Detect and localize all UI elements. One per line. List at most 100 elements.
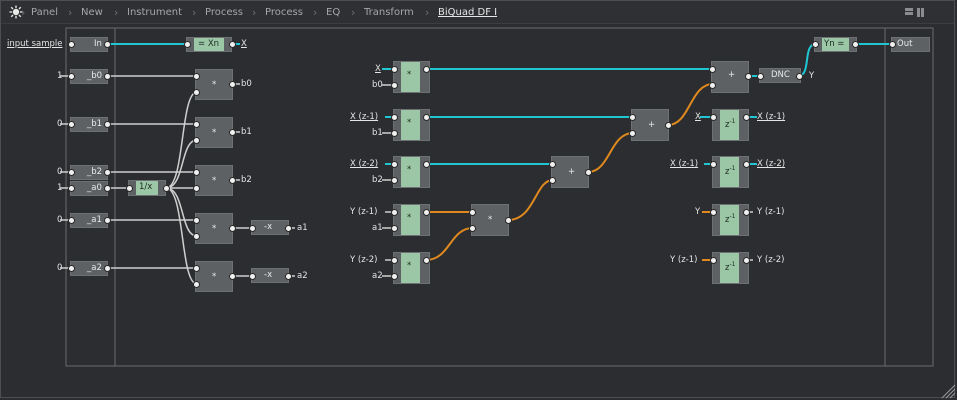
breadcrumb-eq[interactable]: EQ <box>326 7 341 18</box>
pin[interactable] <box>709 82 716 89</box>
pin[interactable] <box>193 169 200 176</box>
add-module-3[interactable]: + <box>711 61 749 93</box>
xn-output-pin[interactable] <box>229 41 236 48</box>
coef-pin[interactable] <box>68 121 75 128</box>
pin[interactable] <box>391 82 398 89</box>
coef-pin[interactable] <box>104 185 111 192</box>
pin[interactable] <box>469 209 476 216</box>
yn-module[interactable]: Yn = <box>814 37 857 52</box>
coef-pin[interactable] <box>104 217 111 224</box>
coef-pin[interactable] <box>68 73 75 80</box>
reciprocal-output-pin[interactable] <box>163 185 170 192</box>
delay-module-yz2[interactable]: z-1 <box>712 252 749 284</box>
pin[interactable] <box>743 257 750 264</box>
coef-box-b0[interactable]: _b0 <box>70 69 108 84</box>
negate-a1-module[interactable]: -x <box>251 220 289 235</box>
pin[interactable] <box>812 41 819 48</box>
pin[interactable] <box>665 122 672 129</box>
reciprocal-module[interactable]: 1/x <box>128 180 166 196</box>
pin[interactable] <box>745 73 752 80</box>
multiply-a2-module[interactable]: * <box>195 261 233 292</box>
pin[interactable] <box>229 81 236 88</box>
coef-pin[interactable] <box>104 73 111 80</box>
pin[interactable] <box>549 177 556 184</box>
pin[interactable] <box>796 73 803 80</box>
coef-pin[interactable] <box>68 217 75 224</box>
pin[interactable] <box>423 257 430 264</box>
pin[interactable] <box>391 66 398 73</box>
out-module[interactable]: Out <box>891 37 930 52</box>
coef-box-b2[interactable]: _b2 <box>70 165 108 180</box>
pin[interactable] <box>852 41 859 48</box>
pin[interactable] <box>193 73 200 80</box>
in-input-pin[interactable] <box>68 41 75 48</box>
pin[interactable] <box>285 225 292 232</box>
xn-module[interactable]: = Xn <box>186 37 232 52</box>
pin[interactable] <box>229 129 236 136</box>
coef-pin[interactable] <box>104 169 111 176</box>
pin[interactable] <box>229 225 236 232</box>
xn-input-pin[interactable] <box>184 41 191 48</box>
pin[interactable] <box>391 273 398 280</box>
pin[interactable] <box>710 257 717 264</box>
delay-module-xz2[interactable]: z-1 <box>712 156 749 188</box>
pin[interactable] <box>391 130 398 137</box>
in-module[interactable]: In <box>70 37 108 52</box>
breadcrumb-biquad-df1[interactable]: BiQuad DF I <box>438 7 498 18</box>
multiply-b1-module[interactable]: * <box>195 117 233 148</box>
pin[interactable] <box>889 41 896 48</box>
layout-toggle-icon[interactable] <box>905 8 925 18</box>
pin[interactable] <box>249 225 256 232</box>
multiply-a1-module[interactable]: * <box>195 213 233 244</box>
pin[interactable] <box>229 177 236 184</box>
pin[interactable] <box>193 121 200 128</box>
pin[interactable] <box>193 217 200 224</box>
pin[interactable] <box>193 265 200 272</box>
coef-box-b1[interactable]: _b1 <box>70 117 108 132</box>
add-module-1[interactable]: + <box>551 156 589 188</box>
pin[interactable] <box>743 161 750 168</box>
breadcrumb-instrument[interactable]: Instrument <box>127 7 183 18</box>
pin[interactable] <box>423 66 430 73</box>
pin[interactable] <box>423 161 430 168</box>
coef-box-a0[interactable]: _a0 <box>70 181 108 196</box>
pin[interactable] <box>629 130 636 137</box>
pin[interactable] <box>229 273 236 280</box>
green-multiply-a1[interactable]: * <box>393 204 430 236</box>
coef-pin[interactable] <box>68 265 75 272</box>
pin[interactable] <box>549 161 556 168</box>
resize-grip-icon[interactable] <box>941 384 956 399</box>
pin[interactable] <box>423 209 430 216</box>
pin[interactable] <box>391 177 398 184</box>
pin[interactable] <box>193 281 200 288</box>
delay-module-yz1[interactable]: z-1 <box>712 204 749 236</box>
multiply-b2-module[interactable]: * <box>195 165 233 196</box>
pin[interactable] <box>585 169 592 176</box>
app-logo-icon[interactable] <box>9 5 23 19</box>
coef-box-a2[interactable]: _a2 <box>70 261 108 276</box>
pin[interactable] <box>710 161 717 168</box>
pin[interactable] <box>193 233 200 240</box>
breadcrumb-process-2[interactable]: Process <box>265 7 303 18</box>
pin[interactable] <box>629 114 636 121</box>
green-multiply-b2[interactable]: * <box>393 156 430 188</box>
pin[interactable] <box>391 225 398 232</box>
coef-pin[interactable] <box>104 265 111 272</box>
pin[interactable] <box>193 185 200 192</box>
multiply-feedback-module[interactable]: * <box>471 204 509 236</box>
pin[interactable] <box>710 209 717 216</box>
in-output-pin[interactable] <box>104 41 111 48</box>
delay-module-xz1[interactable]: z-1 <box>712 109 749 141</box>
pin[interactable] <box>391 209 398 216</box>
dnc-module[interactable]: DNC <box>759 68 801 83</box>
pin[interactable] <box>391 161 398 168</box>
multiply-b0-module[interactable]: * <box>195 69 233 100</box>
reciprocal-input-pin[interactable] <box>126 185 133 192</box>
breadcrumb-new[interactable]: New <box>81 7 103 18</box>
breadcrumb-panel[interactable]: Panel <box>31 7 58 18</box>
pin[interactable] <box>505 217 512 224</box>
pin[interactable] <box>757 73 764 80</box>
coef-pin[interactable] <box>104 121 111 128</box>
coef-box-a1[interactable]: _a1 <box>70 213 108 228</box>
pin[interactable] <box>710 114 717 121</box>
